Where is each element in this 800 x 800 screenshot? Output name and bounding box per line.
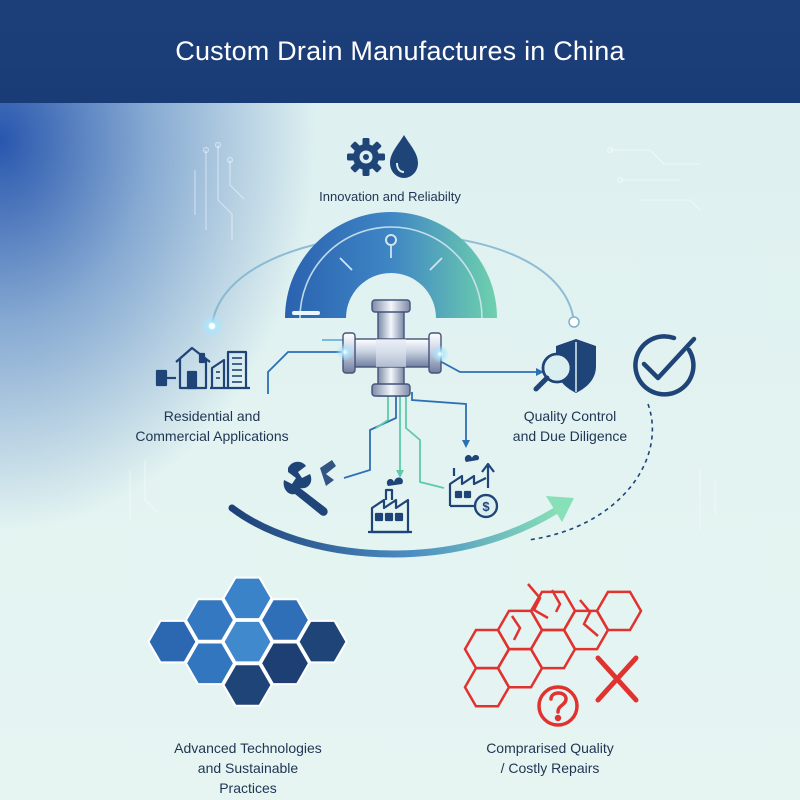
gauge-shape [285,212,497,319]
hexagon-cell [184,598,236,642]
hexagon-cell [222,576,273,621]
dashed-connector [527,403,654,541]
hexagon-cell [147,619,198,664]
crack-line [550,589,562,613]
svg-text:$: $ [482,499,490,514]
cracked-hexagon-cell [496,647,544,689]
checkmark-circle-icon [633,334,697,397]
hexagon-cell [259,641,311,686]
crack-line [527,583,549,620]
label-compromised-quality: Comprarised Quality / Costly Repairs [486,740,614,776]
pipe-cross-fitting-icon [336,299,449,397]
label-advanced-technologies: Advanced Technologies and Sustainable Pr… [174,740,322,796]
label-residential: Residential and Commercial Applications [135,408,289,444]
label-innovation: Innovation and Reliabilty [319,189,461,204]
crack-line [579,599,599,637]
x-mark-icon [595,655,639,703]
header-bar: Custom Drain Manufactures in China [0,0,800,103]
hexagon-cell [259,598,311,642]
hexagon-cell [222,663,273,707]
question-circle-icon [537,685,579,727]
connector-lines [267,339,544,489]
wrench-icon [283,460,336,516]
hexagon-cell [297,619,348,664]
circuit-decoration [129,141,716,530]
arc-node-right [568,316,580,328]
page-title: Custom Drain Manufactures in China [175,36,625,66]
factory-dollar-icon: $ [448,454,499,519]
hexagon-cell [184,641,236,686]
gear-water-drop-icon [347,135,418,178]
shield-magnifier-icon [533,339,596,393]
cracked-hexagon-cell [595,590,643,632]
swoop-arrow [228,496,574,558]
hexagon-cell [222,619,273,664]
factory-icon [368,477,412,534]
hexagon-cluster-icon [147,576,348,707]
house-building-icon [155,346,250,390]
label-quality-control: Quality Control and Due Diligence [512,408,628,444]
crack-line [510,615,522,641]
cracked-hexagon-icon [463,583,643,708]
